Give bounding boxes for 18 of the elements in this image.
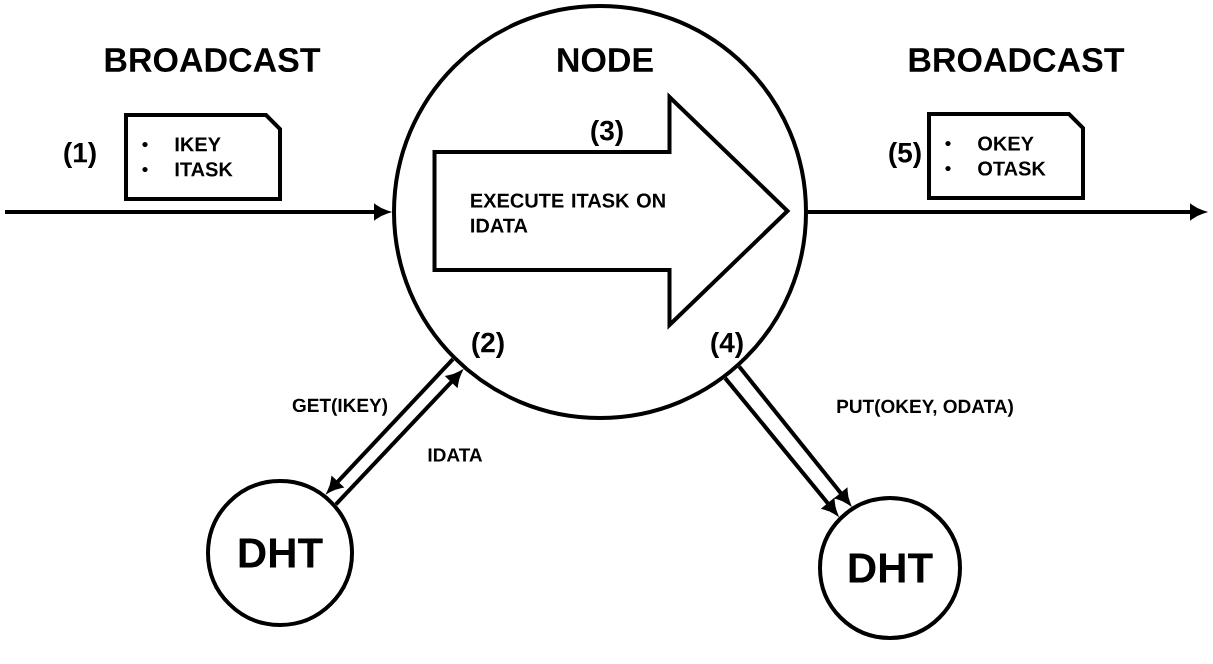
arrow [334, 371, 462, 506]
step-number: (5) [889, 141, 921, 169]
arrow [327, 357, 455, 493]
edge-label: PUT(OKEY, ODATA) [834, 397, 1016, 419]
arrow [723, 376, 838, 515]
arrow [5, 204, 389, 220]
message-card: OKEY OTASK [927, 112, 1085, 200]
heading: BROADCAST [909, 47, 1125, 73]
step-number: (3) [591, 119, 623, 147]
step-number: (1) [64, 141, 96, 169]
step-number: (2) [472, 331, 504, 359]
heading: BROADCAST [105, 47, 321, 73]
edge-label: GET(IKEY) [290, 396, 391, 418]
arrow [737, 365, 851, 505]
step-number: (4) [711, 331, 743, 359]
arrow [808, 204, 1205, 220]
message-card: IKEY ITASK [124, 113, 282, 201]
edge-label: IDATA [425, 446, 485, 464]
